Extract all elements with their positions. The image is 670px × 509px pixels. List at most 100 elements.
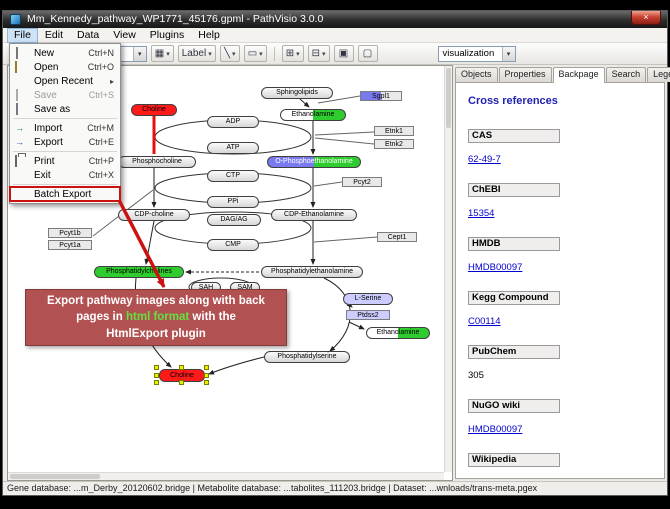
selection-handle[interactable]: [154, 380, 159, 385]
menu-data[interactable]: Data: [77, 29, 100, 41]
scrollbar-thumb[interactable]: [10, 474, 100, 479]
node-ctp[interactable]: CTP: [207, 170, 259, 182]
node-o-phosphoethanolamine[interactable]: O-Phosphoethanolamine: [267, 156, 361, 168]
node-cdp-ethanolamine[interactable]: CDP-Ethanolamine: [271, 209, 357, 221]
canvas-vertical-scrollbar[interactable]: [444, 66, 452, 472]
node-phosphocholine[interactable]: Phosphocholine: [118, 156, 196, 168]
selection-handle[interactable]: [204, 380, 209, 385]
menu-item-label: New: [34, 47, 55, 59]
selection-handle[interactable]: [179, 380, 184, 385]
node-pcyt2[interactable]: Pcyt2: [342, 177, 382, 187]
menu-item-label: Save: [34, 89, 57, 101]
tab-objects[interactable]: Objects: [455, 67, 498, 82]
group-icon: ▣: [338, 48, 349, 59]
node-choline-top[interactable]: Choline: [131, 104, 177, 116]
file-menu-new[interactable]: New Ctrl+N: [10, 46, 120, 60]
node-cmp[interactable]: CMP: [207, 239, 259, 251]
align-button[interactable]: ⊞ ▾: [281, 45, 304, 62]
selection-handle[interactable]: [204, 373, 209, 378]
xref-section-chebi: ChEBI 15354: [468, 183, 652, 221]
menu-plugins[interactable]: Plugins: [149, 29, 185, 41]
annotation-callout: Export pathway images along with back pa…: [25, 289, 287, 346]
file-menu-batch-export[interactable]: Batch Export: [9, 186, 121, 202]
node-ppi[interactable]: PPi: [207, 196, 259, 208]
xref-link[interactable]: HMDB00097: [468, 262, 523, 273]
file-menu-save-as[interactable]: Save as: [10, 102, 120, 116]
selection-handle[interactable]: [179, 365, 184, 370]
node-phosphatidylserine[interactable]: Phosphatidylserine: [264, 351, 350, 363]
datanode-tool-button[interactable]: ▦ ▾: [150, 45, 174, 62]
chevron-down-icon: ▾: [259, 50, 263, 58]
node-ethanolamine-top[interactable]: Ethanolamine: [280, 109, 346, 121]
menu-shortcut: Ctrl+P: [88, 156, 114, 166]
menu-help[interactable]: Help: [198, 29, 220, 41]
xref-source-label: Wikipedia: [468, 453, 560, 467]
node-ethanolamine-right[interactable]: Ethanolamine: [366, 327, 430, 339]
line-tool-button[interactable]: ╲ ▾: [219, 45, 240, 62]
file-menu-exit[interactable]: Exit Ctrl+X: [10, 168, 120, 182]
node-phosphatidylcholines[interactable]: Phosphatidylcholines: [94, 266, 184, 278]
node-adp[interactable]: ADP: [207, 116, 259, 128]
selection-handle[interactable]: [204, 365, 209, 370]
tab-legend[interactable]: Legend: [647, 67, 670, 82]
chevron-down-icon: ▾: [321, 50, 326, 58]
file-menu: New Ctrl+N Open Ctrl+O Open Recent ▸ Sav…: [9, 43, 121, 204]
file-menu-import[interactable]: → Import Ctrl+M: [10, 121, 120, 135]
xref-source-label: PubChem: [468, 345, 560, 359]
node-pcyt1b[interactable]: Pcyt1b: [48, 228, 92, 238]
file-menu-open-recent[interactable]: Open Recent ▸: [10, 74, 120, 88]
xref-link[interactable]: C00114: [468, 316, 501, 327]
stack-button[interactable]: ⊟ ▾: [307, 45, 330, 62]
xref-link[interactable]: 15354: [468, 208, 495, 219]
file-menu-print[interactable]: Print Ctrl+P: [10, 154, 120, 168]
node-atp[interactable]: ATP: [207, 142, 259, 154]
xref-link[interactable]: HMDB00097: [468, 424, 523, 435]
xref-link[interactable]: Choline: [468, 478, 500, 479]
title-bar: Mm_Kennedy_pathway_WP1771_45176.gpml - P…: [3, 11, 667, 28]
xref-source-label: HMDB: [468, 237, 560, 251]
menu-shortcut: Ctrl+E: [88, 137, 114, 147]
menu-view[interactable]: View: [113, 29, 136, 41]
tab-search[interactable]: Search: [605, 67, 647, 82]
ungroup-button[interactable]: ▢: [357, 45, 378, 62]
selection-handle[interactable]: [154, 365, 159, 370]
menu-edit[interactable]: Edit: [44, 29, 64, 41]
tab-backpage[interactable]: Backpage: [552, 67, 605, 83]
node-ptdss2[interactable]: Ptdss2: [346, 310, 390, 320]
window-title: Mm_Kennedy_pathway_WP1771_45176.gpml - P…: [27, 13, 324, 25]
menu-item-label: Open: [34, 61, 59, 73]
visualization-combobox[interactable]: visualization ▾: [437, 45, 516, 62]
close-button[interactable]: ×: [631, 11, 661, 25]
node-cdp-choline[interactable]: CDP-choline: [118, 209, 190, 221]
canvas-horizontal-scrollbar[interactable]: [8, 472, 444, 480]
node-l-serine[interactable]: L-Serine: [343, 293, 393, 305]
menu-item-label: Open Recent: [34, 75, 93, 87]
new-document-icon: [15, 46, 27, 59]
file-menu-open[interactable]: Open Ctrl+O: [10, 60, 120, 74]
menu-item-label: Export: [34, 136, 63, 148]
menu-bar: File Edit Data View Plugins Help: [3, 28, 667, 43]
backpage-content: Cross references CAS 62-49-7 ChEBI 15354…: [455, 82, 665, 479]
file-menu-export[interactable]: → Export Ctrl+E: [10, 135, 120, 149]
scrollbar-thumb[interactable]: [446, 68, 451, 128]
node-sgpl1[interactable]: Sgpl1: [360, 91, 402, 101]
node-pcyt1a[interactable]: Pcyt1a: [48, 240, 92, 250]
node-dag[interactable]: DAG/AG: [207, 214, 261, 226]
chevron-down-icon: ▾: [166, 50, 170, 58]
node-cept1[interactable]: Cept1: [377, 232, 417, 242]
node-etnk1[interactable]: Etnk1: [374, 126, 414, 136]
tab-properties[interactable]: Properties: [498, 67, 552, 82]
node-sphingolipids[interactable]: Sphingolipids: [261, 87, 333, 99]
app-window: Mm_Kennedy_pathway_WP1771_45176.gpml - P…: [2, 10, 670, 496]
shape-tool-button[interactable]: ▭ ▾: [243, 45, 267, 62]
selection-handle[interactable]: [154, 373, 159, 378]
node-etnk2[interactable]: Etnk2: [374, 139, 414, 149]
xref-link[interactable]: 62-49-7: [468, 154, 501, 165]
visualization-dropdown-icon[interactable]: ▾: [501, 46, 515, 61]
label-tool-button[interactable]: Label ▾: [177, 45, 216, 62]
group-button[interactable]: ▣: [333, 45, 354, 62]
node-phosphatidylethanolamine[interactable]: Phosphatidylethanolamine: [261, 266, 363, 278]
menu-file[interactable]: File: [7, 28, 38, 43]
zoom-dropdown-icon[interactable]: ▾: [132, 46, 146, 61]
submenu-arrow-icon: ▸: [109, 76, 114, 86]
